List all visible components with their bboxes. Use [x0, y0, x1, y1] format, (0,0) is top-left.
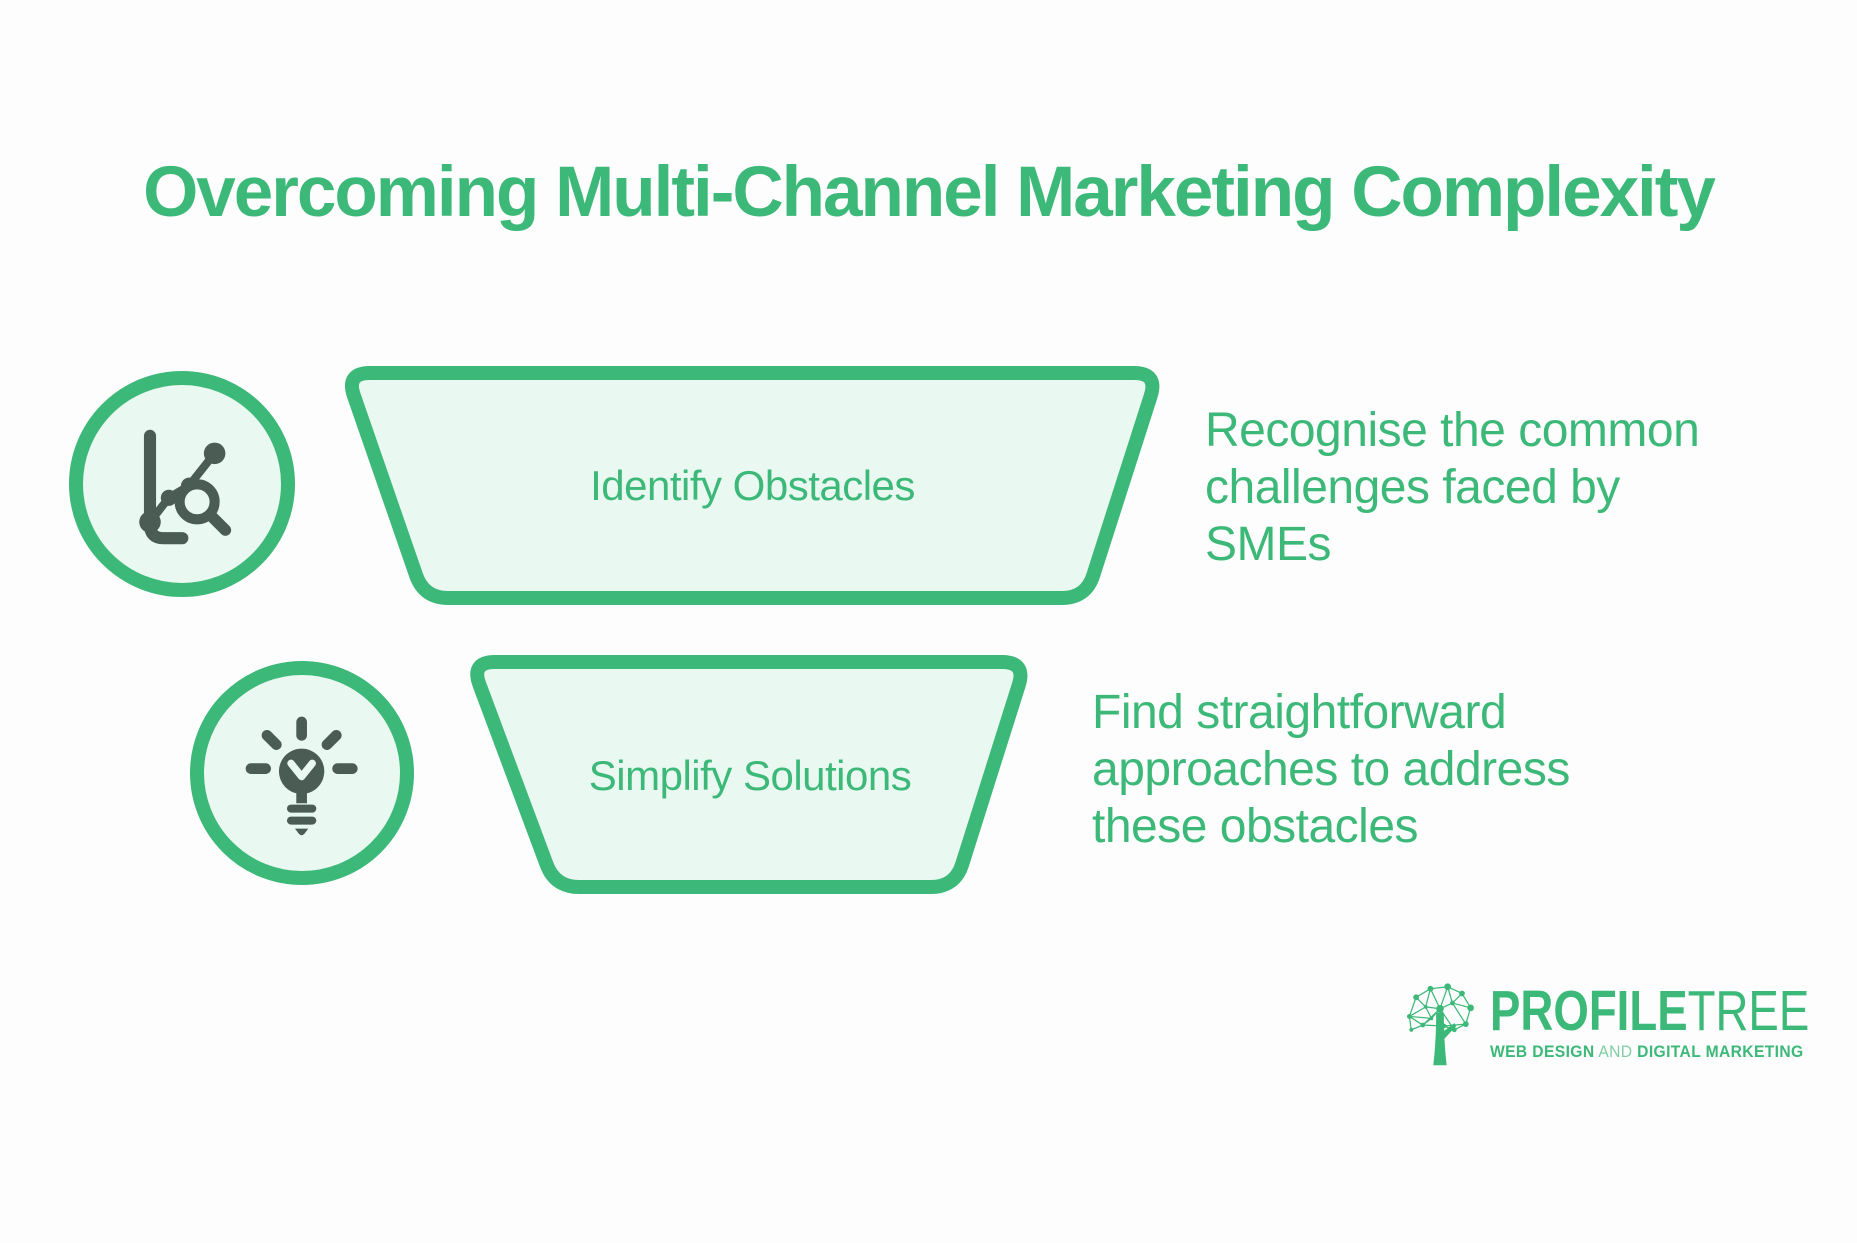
step1-icon-circle	[69, 371, 295, 597]
tagline-and: AND	[1594, 1042, 1638, 1061]
network-tree-icon	[1407, 983, 1474, 1066]
tagline-web-design: WEB DESIGN	[1490, 1042, 1595, 1061]
step1-label: Identify Obstacles	[330, 358, 1175, 613]
brand-tagline: WEB DESIGN AND DIGITAL MARKETING	[1490, 1042, 1857, 1062]
tagline-digital-marketing: DIGITAL MARKETING	[1637, 1042, 1804, 1061]
lightbulb-icon	[246, 717, 358, 836]
step1-description: Recognise the common challenges faced by…	[1205, 404, 1700, 571]
step1-funnel-shape	[344, 366, 1160, 605]
brand-name-secondary: TREE	[1687, 979, 1810, 1043]
step2-icon-circle	[190, 661, 414, 885]
page-title: Overcoming Multi-Channel Marketing Compl…	[143, 153, 1716, 232]
step1-label-text: Identify Obstacles	[590, 461, 915, 509]
step2-description: Find straightforward approaches to addre…	[1092, 686, 1570, 853]
step2-funnel-shape	[470, 655, 1028, 894]
brand-name-primary: PROFILE	[1490, 979, 1688, 1043]
brand-logo-text: PROFILETREE WEB DESIGN AND DIGITAL MARKE…	[1490, 982, 1857, 1062]
step2-label-text: Simplify Solutions	[588, 751, 912, 799]
brand-logo: PROFILETREE WEB DESIGN AND DIGITAL MARKE…	[1398, 982, 1857, 1070]
step2-label: Simplify Solutions	[455, 648, 1045, 903]
brand-name: PROFILETREE	[1490, 983, 1809, 1040]
chart-magnifier-icon	[138, 429, 231, 544]
